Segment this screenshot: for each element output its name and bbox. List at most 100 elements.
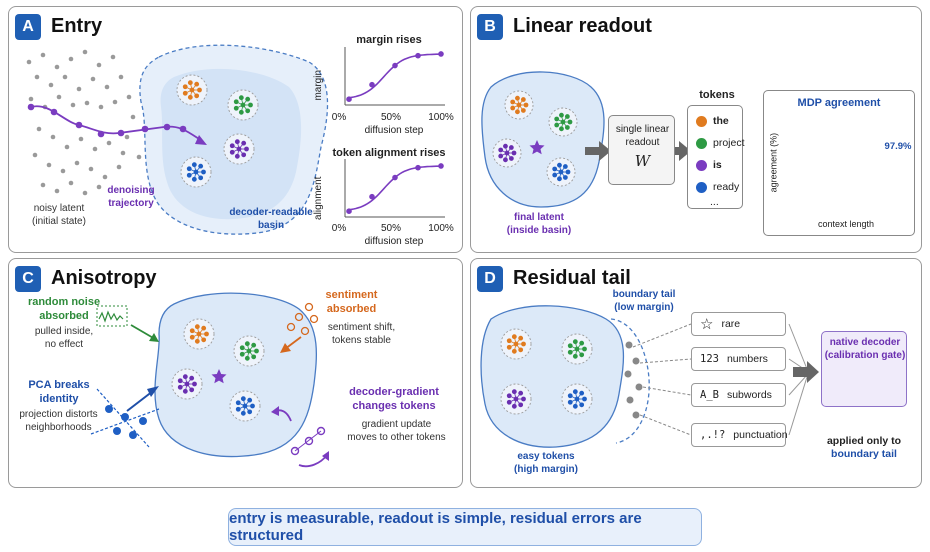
cluster-member bbox=[572, 389, 578, 395]
cluster-member bbox=[521, 396, 526, 402]
cluster-member bbox=[518, 402, 524, 408]
cluster-member bbox=[201, 337, 207, 343]
token-color-dot bbox=[696, 159, 707, 171]
cluster-member bbox=[241, 140, 247, 146]
punctuation-icon: ,.!? bbox=[700, 429, 726, 441]
cluster-member bbox=[245, 108, 251, 114]
trajectory-point bbox=[27, 103, 35, 111]
data-point bbox=[369, 193, 375, 200]
cluster-member bbox=[552, 166, 558, 172]
cluster-center bbox=[184, 381, 190, 387]
cluster-member bbox=[510, 99, 516, 105]
cluster-member bbox=[182, 84, 188, 90]
cluster-member bbox=[189, 328, 195, 334]
cluster-member bbox=[192, 381, 197, 387]
cluster-member bbox=[515, 95, 520, 101]
panel-entry: A Entry noisy latent(initial state) deno… bbox=[8, 6, 463, 253]
mdp-xlabel: context length bbox=[817, 219, 875, 229]
cluster-member bbox=[572, 353, 578, 359]
cluster-member bbox=[248, 102, 253, 108]
token-cluster bbox=[500, 328, 532, 360]
cluster-member bbox=[182, 388, 188, 394]
trajectory-point bbox=[141, 125, 149, 133]
token-cluster bbox=[223, 133, 255, 165]
cluster-member bbox=[562, 164, 568, 169]
sentiment-desc: sentiment shift,tokens stable bbox=[327, 322, 396, 346]
margin-chart-title: margin rises bbox=[356, 34, 422, 46]
token-cluster bbox=[546, 157, 576, 187]
cluster-member bbox=[233, 99, 239, 105]
cluster-member bbox=[250, 403, 255, 409]
summary-banner: entry is measurable, readout is simple, … bbox=[228, 508, 702, 546]
noisy-latent-label: noisy latent(initial state) bbox=[32, 203, 86, 227]
tail-item-punctuation: ,.!?punctuation bbox=[691, 423, 788, 447]
cluster-member bbox=[229, 149, 235, 155]
noise-point bbox=[130, 114, 136, 120]
cluster-member bbox=[247, 397, 253, 403]
token-clusters bbox=[492, 90, 578, 187]
data-point bbox=[346, 96, 352, 102]
tail-connectors bbox=[632, 323, 692, 436]
item-connectors bbox=[788, 323, 808, 436]
mdp-chart-frame bbox=[763, 90, 915, 236]
gradient-curve-arrow bbox=[298, 454, 328, 468]
cluster-center bbox=[242, 403, 248, 409]
token-cluster bbox=[180, 156, 212, 188]
noise-point bbox=[102, 174, 108, 180]
noise-point bbox=[112, 99, 118, 105]
cluster-member bbox=[511, 348, 517, 354]
noise-point bbox=[36, 126, 42, 132]
cluster-member bbox=[238, 109, 244, 115]
mdp-chart-title: MDP agreement bbox=[797, 97, 881, 109]
cluster-member bbox=[557, 162, 562, 168]
cluster-member bbox=[251, 342, 257, 348]
cluster-center bbox=[513, 396, 519, 402]
tick-label: 100% bbox=[428, 223, 454, 234]
token-cluster bbox=[548, 107, 578, 137]
noise-point bbox=[124, 134, 130, 140]
cluster-member bbox=[559, 126, 564, 132]
panel-badge: C bbox=[15, 266, 41, 292]
token-color-dot bbox=[696, 181, 707, 193]
noise-point bbox=[28, 96, 34, 102]
cluster-member bbox=[198, 175, 204, 181]
cluster-member bbox=[506, 393, 512, 399]
token-row: the bbox=[696, 115, 729, 127]
token-clusters bbox=[176, 74, 259, 188]
gradient-points bbox=[290, 426, 326, 456]
random-noise-desc: pulled inside,no effect bbox=[34, 326, 94, 350]
noise-arrow bbox=[130, 324, 156, 340]
cluster-member bbox=[241, 152, 247, 158]
cluster-member bbox=[503, 143, 508, 149]
cluster-member bbox=[510, 105, 516, 111]
cluster-center bbox=[560, 119, 566, 125]
cluster-member bbox=[582, 346, 587, 352]
token-cluster bbox=[171, 368, 203, 400]
cluster-member bbox=[518, 347, 524, 353]
cluster-member bbox=[521, 341, 526, 347]
cluster-member bbox=[554, 122, 560, 128]
easy-tokens-label: easy tokens(high margin) bbox=[514, 451, 578, 475]
cluster-member bbox=[511, 150, 517, 156]
cluster-member bbox=[235, 400, 241, 406]
panel-title: Anisotropy bbox=[51, 267, 157, 289]
cluster-center bbox=[240, 102, 246, 108]
native-decoder-box: native decoder(calibration gate) bbox=[821, 331, 907, 407]
noise-point bbox=[104, 84, 110, 90]
cluster-center bbox=[236, 146, 242, 152]
cluster-center bbox=[189, 87, 195, 93]
margin-chart bbox=[344, 47, 445, 106]
native-decoder-label: native decoder(calibration gate) bbox=[824, 337, 906, 361]
noise-point bbox=[96, 62, 102, 68]
cluster-member bbox=[177, 378, 183, 384]
token-cluster bbox=[561, 383, 593, 415]
cluster-member bbox=[189, 375, 195, 381]
cluster-member bbox=[198, 163, 204, 169]
easy-token-basin bbox=[480, 305, 625, 448]
data-point bbox=[392, 174, 398, 181]
cluster-member bbox=[518, 335, 524, 341]
token-row: project bbox=[696, 137, 745, 149]
trajectory-point bbox=[163, 123, 171, 131]
